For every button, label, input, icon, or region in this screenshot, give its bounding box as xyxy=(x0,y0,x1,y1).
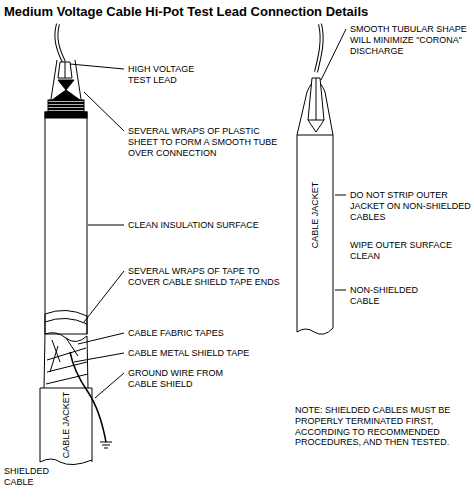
leader-line xyxy=(95,373,124,398)
metal-shield-tape xyxy=(46,348,88,384)
callout-label: DO NOT STRIP OUTER JACKET ON NON-SHIELDE… xyxy=(350,190,471,222)
insulation xyxy=(45,112,87,334)
cable-jacket-outline xyxy=(40,388,92,465)
test-clip xyxy=(65,62,66,78)
leader-line xyxy=(84,271,124,322)
connection-wrap xyxy=(52,90,80,100)
part-label: CABLE JACKET xyxy=(61,392,72,459)
leader-line xyxy=(321,29,346,80)
callout-label: HIGH VOLTAGE TEST LEAD xyxy=(128,64,218,86)
callout-label: SMOOTH TUBULAR SHAPE WILL MINIMIZE "CORO… xyxy=(350,24,471,56)
non-shielded-cable-outline xyxy=(297,135,333,334)
leader-line xyxy=(88,225,124,226)
callout-label: NON-SHIELDED CABLE xyxy=(350,285,440,307)
leader-line xyxy=(84,92,124,131)
callout-label: GROUND WIRE FROM CABLE SHIELD xyxy=(128,368,238,390)
leader-line xyxy=(335,290,346,291)
connector-threads xyxy=(48,100,84,112)
ground-wire xyxy=(70,352,106,442)
callout-label: CLEAN INSULATION SURFACE xyxy=(128,220,293,231)
instruction-label: WIPE OUTER SURFACE CLEAN xyxy=(350,240,460,262)
leader-line xyxy=(335,195,346,196)
note-text: NOTE: SHIELDED CABLES MUST BE PROPERLY T… xyxy=(295,405,471,448)
leader-line xyxy=(78,333,124,344)
tape-wraps xyxy=(45,310,87,334)
test-lead-core xyxy=(316,24,322,72)
test-lead-wire xyxy=(316,24,322,72)
connection-wrap xyxy=(58,80,74,90)
ground-symbol xyxy=(100,442,112,448)
test-clip xyxy=(308,78,324,120)
test-lead-core xyxy=(56,24,64,62)
plastic-wrap xyxy=(49,60,83,112)
leader-line xyxy=(70,64,124,69)
figure-caption: SHIELDED CABLE xyxy=(4,466,74,488)
clip-jaw xyxy=(308,120,324,132)
leader-line xyxy=(74,353,124,362)
test-clip xyxy=(58,62,72,78)
callout-label: SEVERAL WRAPS OF TAPE TO COVER CABLE SHI… xyxy=(128,266,280,288)
diagram-title: Medium Voltage Cable Hi-Pot Test Lead Co… xyxy=(4,4,368,19)
callout-label: CABLE FABRIC TAPES xyxy=(128,328,278,339)
test-lead-wire xyxy=(56,24,64,62)
callout-label: SEVERAL WRAPS OF PLASTIC SHEET TO FORM A… xyxy=(128,126,278,158)
part-label: CABLE JACKET xyxy=(310,182,321,249)
insulation-top-band xyxy=(45,112,87,118)
test-clip xyxy=(316,78,317,120)
callout-label: CABLE METAL SHIELD TAPE xyxy=(128,348,288,359)
